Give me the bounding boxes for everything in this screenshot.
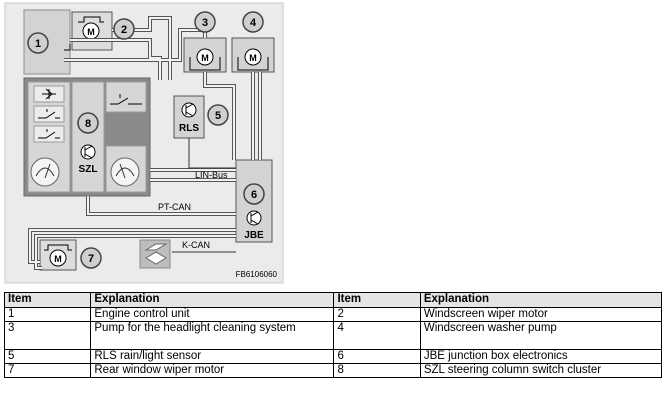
badge-2: 2 <box>113 18 135 40</box>
table-cell: 2 <box>333 307 421 322</box>
wiper-stalk-arc-right <box>115 167 135 177</box>
badge-7: 7 <box>80 247 102 269</box>
szl-label: SZL <box>79 164 98 175</box>
rls-label: RLS <box>179 123 199 134</box>
figure-code: FB6106060 <box>236 270 278 279</box>
rls-transistor-icon <box>181 102 197 118</box>
table-row: 5 RLS rain/light sensor 6 JBE junction b… <box>3 349 663 364</box>
table-cell: JBE junction box electronics <box>419 349 663 364</box>
table-cell: Windscreen washer pump <box>419 321 663 350</box>
legend-header-item-2: Item <box>333 292 421 308</box>
jbe-transistor-lead2 <box>250 219 259 225</box>
headlight-pump-symbol <box>196 48 214 66</box>
legend-header-item-1: Item <box>3 292 92 308</box>
szl-right-top-panel <box>105 81 147 113</box>
jbe-transistor-icon <box>246 210 262 226</box>
switch-symbol-c <box>110 94 142 105</box>
rear-wiper-motor-m: M <box>54 254 62 264</box>
table-row: 1 Engine control unit 2 Windscreen wiper… <box>3 307 663 322</box>
wiper-stalk-arm-left <box>44 163 51 179</box>
pt-can-label: PT-CAN <box>158 202 191 212</box>
table-cell: 4 <box>333 321 421 350</box>
lin-bus-label: LIN-Bus <box>195 170 228 180</box>
washer-pump-leads <box>237 57 269 71</box>
svg-text:4: 4 <box>250 17 257 29</box>
wiper-stalk-dial-left <box>30 157 60 187</box>
washer-pump-symbol <box>244 48 262 66</box>
szl-transistor-lead1 <box>84 145 93 151</box>
szl-transistor-lead2 <box>84 153 93 159</box>
rear-wiper-contacts <box>44 244 72 251</box>
wiper-stalk-arm-right <box>119 163 126 179</box>
washer-pump-m: M <box>249 53 257 63</box>
badge-6: 6 <box>243 183 265 205</box>
badge-1: 1 <box>27 32 49 54</box>
wiper-motor-ground <box>64 44 71 51</box>
rls-transistor-lead2 <box>185 111 194 117</box>
rls-transistor-lead1 <box>185 103 194 109</box>
legend-header-explanation-1: Explanation <box>90 292 335 308</box>
headlight-pump-leads <box>189 57 221 71</box>
switch-symbol-a <box>38 109 60 119</box>
legend-header-explanation-2: Explanation <box>419 292 663 308</box>
table-cell: RLS rain/light sensor <box>90 349 335 364</box>
light-switch-symbol <box>42 88 56 100</box>
table-cell: Engine control unit <box>90 307 335 322</box>
headlight-pump-m: M <box>201 53 209 63</box>
svg-text:8: 8 <box>85 118 91 130</box>
table-cell: 7 <box>3 363 92 378</box>
svg-text:5: 5 <box>215 110 221 122</box>
wiper-stalk-arc-left <box>35 167 55 177</box>
wiper-motor-contacts <box>78 16 104 23</box>
k-can-connector-icon <box>139 239 171 269</box>
svg-text:6: 6 <box>251 189 257 201</box>
svg-text:1: 1 <box>35 38 41 50</box>
switch-icon-b <box>33 125 65 143</box>
badge-8: 8 <box>77 112 99 134</box>
lin-bus-line <box>188 138 236 169</box>
table-cell: SZL steering column switch cluster <box>419 363 663 378</box>
szl-transistor-icon <box>80 144 96 160</box>
table-cell: Pump for the headlight cleaning system <box>90 321 335 350</box>
svg-text:2: 2 <box>121 24 127 36</box>
table-cell: 3 <box>3 321 92 350</box>
jbe-transistor-lead1 <box>250 211 259 217</box>
jbe-label: JBE <box>244 230 264 241</box>
switch-icon-a <box>33 105 65 123</box>
legend-header-row: Item Explanation Item Explanation <box>3 292 663 308</box>
legend-table: Item Explanation Item Explanation 1 Engi… <box>3 292 663 378</box>
table-cell: 1 <box>3 307 92 322</box>
table-row: 7 Rear window wiper motor 8 SZL steering… <box>3 363 663 378</box>
wiper-motor-m: M <box>87 27 95 37</box>
rear-wiper-motor-symbol <box>49 249 67 267</box>
wiper-stalk-dial-right <box>110 157 140 187</box>
badge-4: 4 <box>242 11 264 33</box>
table-cell: Windscreen wiper motor <box>419 307 663 322</box>
switch-symbol-b <box>38 129 60 139</box>
k-can-label: K-CAN <box>182 240 210 250</box>
svg-text:3: 3 <box>202 17 208 29</box>
table-cell: 5 <box>3 349 92 364</box>
svg-text:7: 7 <box>88 253 94 265</box>
szl-center-panel <box>71 81 105 193</box>
badge-5: 5 <box>207 104 229 126</box>
badge-3: 3 <box>194 11 216 33</box>
table-cell: Rear window wiper motor <box>90 363 335 378</box>
table-cell: 8 <box>333 363 421 378</box>
table-row: 3 Pump for the headlight cleaning system… <box>3 321 663 350</box>
table-cell: 6 <box>333 349 421 364</box>
